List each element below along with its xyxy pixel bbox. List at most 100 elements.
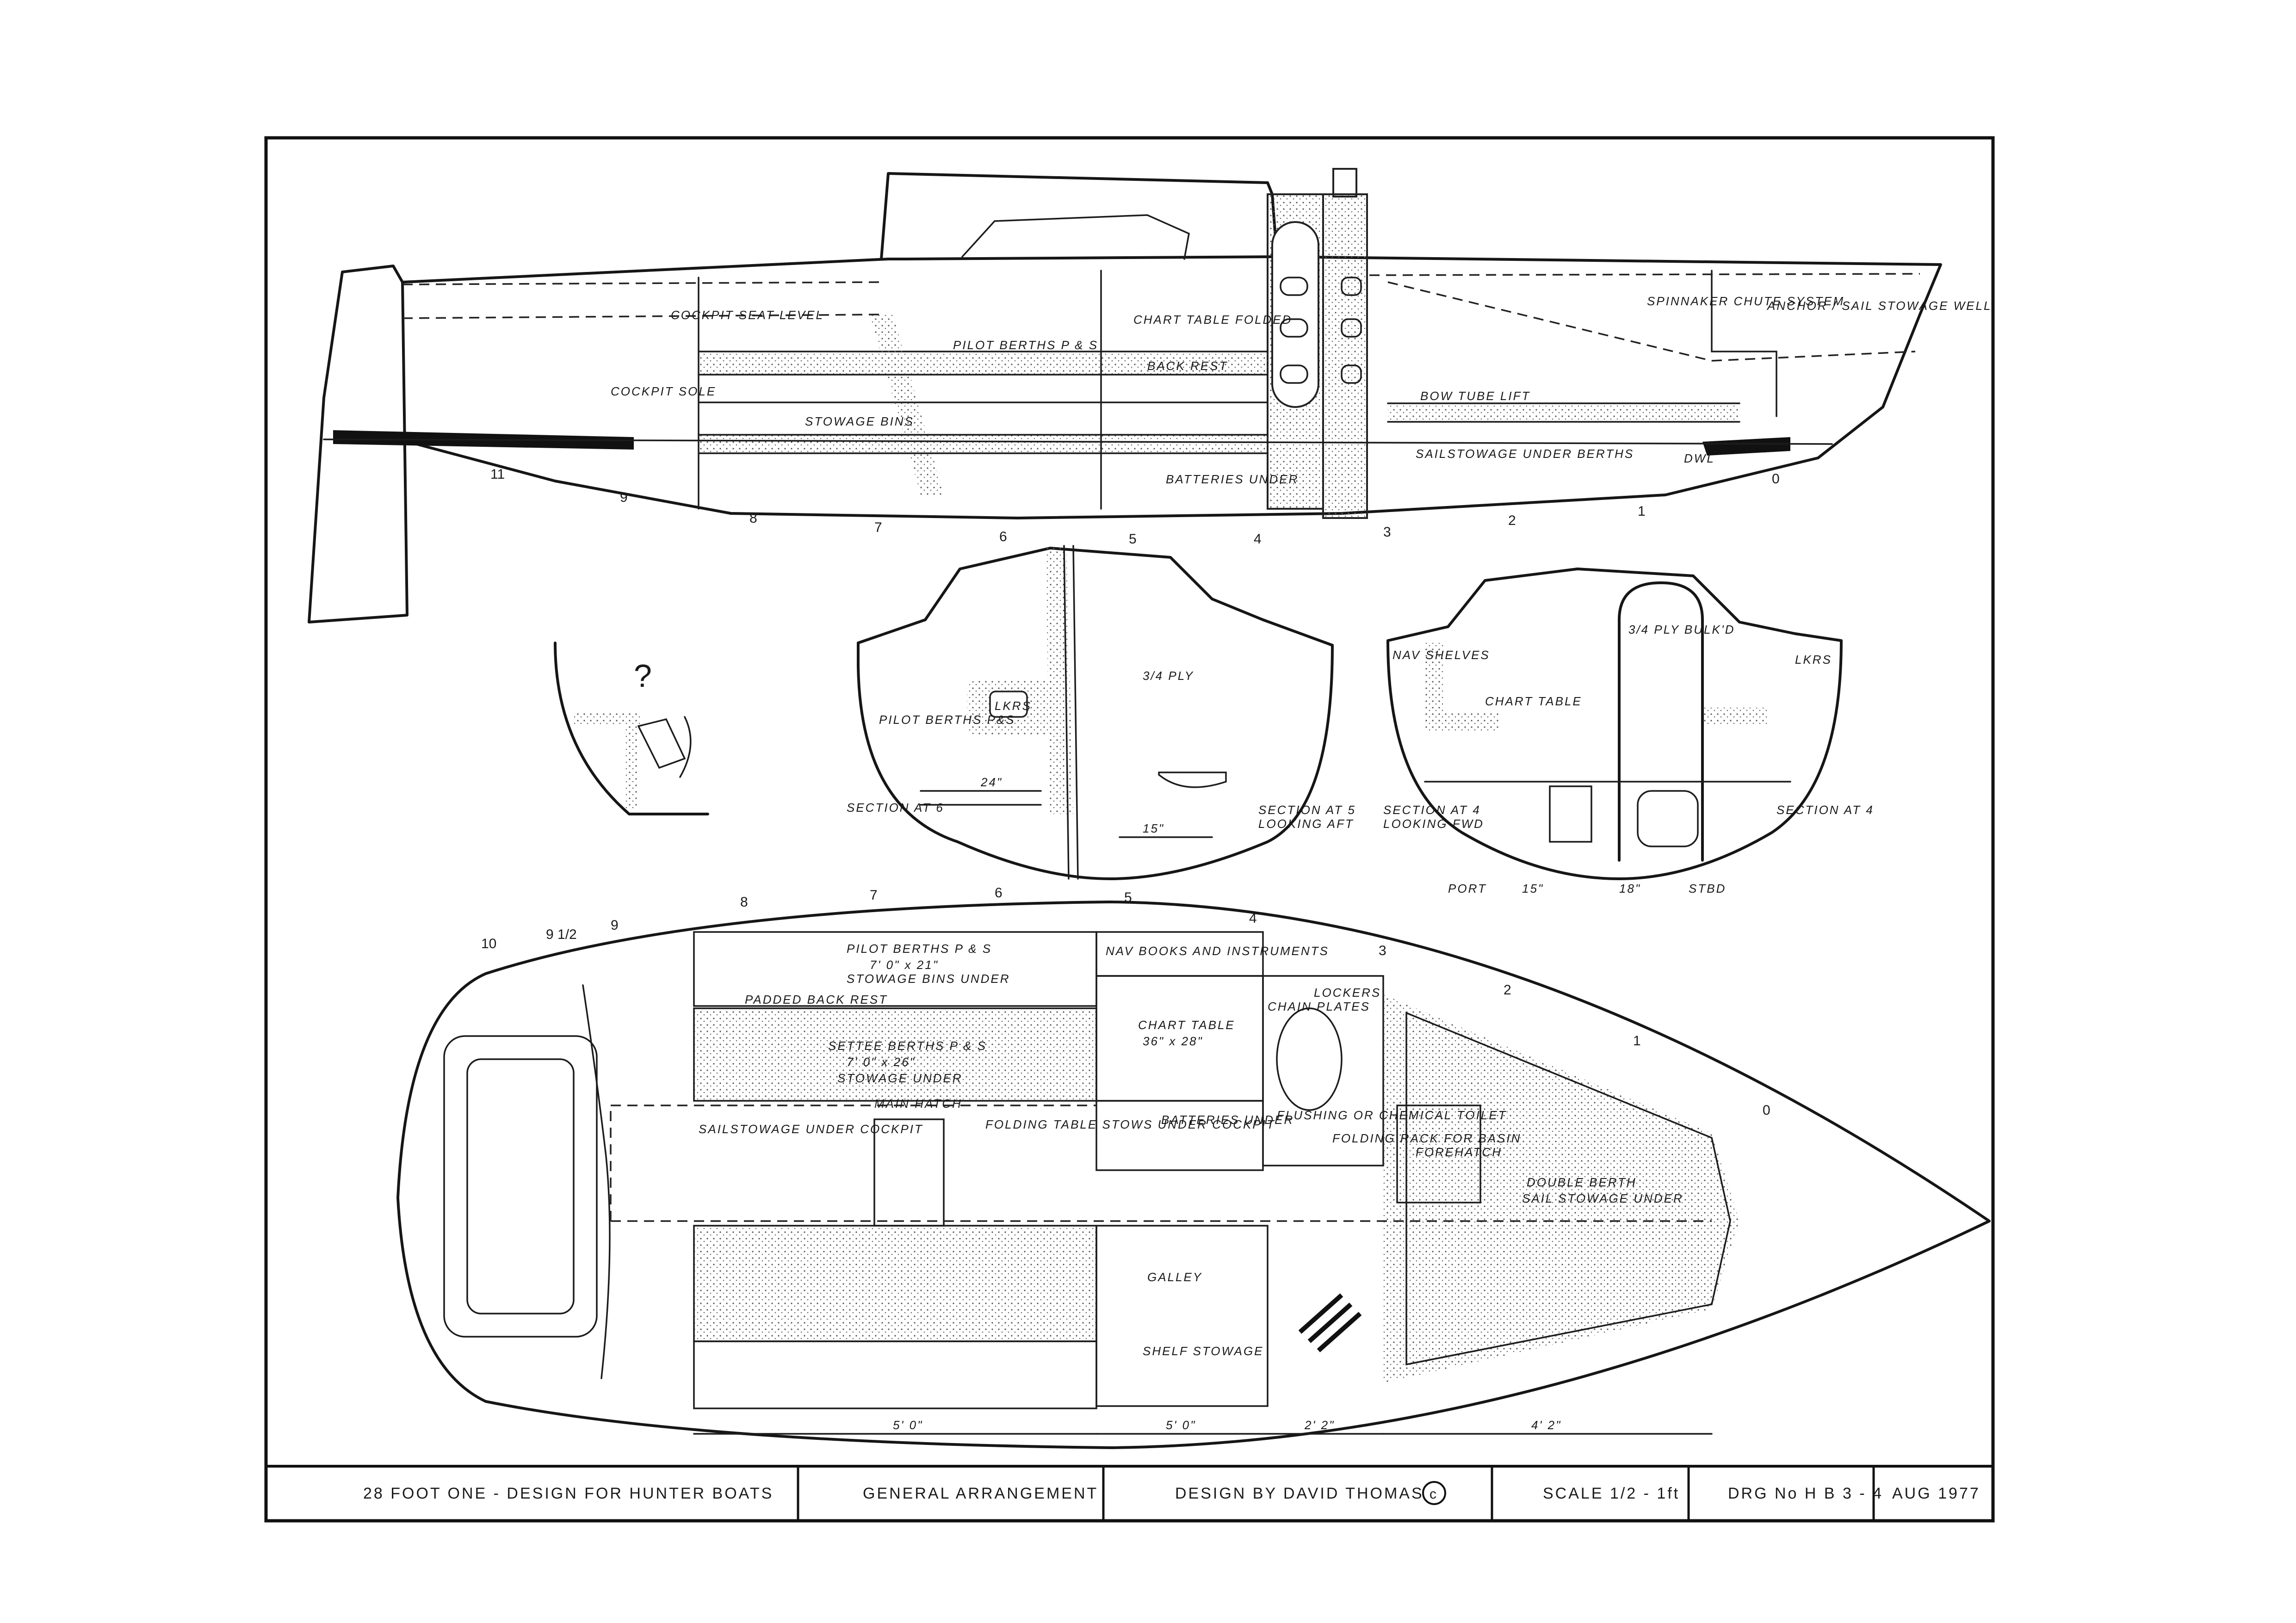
mast-step	[1322, 193, 1368, 519]
label-chart-table-folded: CHART TABLE FOLDED	[1133, 313, 1292, 327]
hull-plan	[396, 901, 1991, 1449]
galley-stripes	[1298, 1293, 1362, 1352]
section-right: NAV SHELVES CHART TABLE 3/4 PLY BULK'D L…	[1383, 568, 1873, 895]
section-right-hull	[1386, 639, 1843, 880]
label-looking-aft: LOOKING AFT	[1258, 817, 1354, 831]
label-dim-5-0-a: 5' 0"	[893, 1418, 923, 1432]
label-folding-table: FOLDING TABLE STOWS UNDER COCKPIT	[985, 1117, 1275, 1131]
label-nav-books: NAV BOOKS AND INSTRUMENTS	[1106, 944, 1329, 958]
label-settee-berths: SETTEE BERTHS P & S	[828, 1039, 987, 1053]
label-dim-4-2: 4' 2"	[1531, 1418, 1561, 1432]
label-dim-15-left: 15"	[1143, 821, 1164, 835]
coachroof	[880, 172, 1278, 260]
label-dim-5-0-b: 5' 0"	[1166, 1418, 1196, 1432]
label-stowage-bins: STOWAGE BINS	[805, 414, 914, 428]
companion-ladder	[870, 315, 944, 495]
label-dim-18: 18"	[1619, 882, 1641, 895]
bulkhead-opening	[1618, 581, 1704, 862]
pilot-berth-profile	[699, 352, 1268, 375]
label-lkrs-left: LKRS	[995, 699, 1032, 713]
label-galley: GALLEY	[1147, 1270, 1202, 1284]
label-dim-15-right: 15"	[1522, 882, 1544, 895]
label-stowage-under: STOWAGE UNDER	[837, 1071, 963, 1085]
label-sailstowage-under-berths: SAILSTOWAGE UNDER BERTHS	[1416, 447, 1634, 461]
fwd-berth-profile	[1388, 403, 1739, 422]
station-label: 4	[1254, 531, 1262, 547]
label-nav-shelves: NAV SHELVES	[1392, 648, 1490, 662]
galley-area	[1095, 1225, 1269, 1407]
station-label: 2	[1508, 513, 1516, 528]
copyright-mark: c	[1430, 1487, 1436, 1502]
main-hatch-plan	[873, 1118, 945, 1227]
label-cockpit-sole: COCKPIT SOLE	[611, 384, 716, 398]
toilet	[1276, 1007, 1343, 1111]
title-drawing-number: DRG No H B 3 - 4	[1728, 1485, 1883, 1502]
copyright-icon	[1422, 1481, 1446, 1505]
label-chart-table-plan: CHART TABLE	[1138, 1018, 1235, 1032]
label-ply-left: 3/4 PLY	[1143, 669, 1194, 683]
label-looking-fwd: LOOKING FWD	[1383, 817, 1484, 831]
label-forehatch: FOREHATCH	[1416, 1145, 1502, 1159]
title-scale: SCALE 1/2 - 1ft	[1543, 1485, 1680, 1502]
label-chain-plates: CHAIN PLATES	[1268, 1000, 1370, 1013]
label-chart-table-section: CHART TABLE	[1485, 694, 1582, 708]
station-label: 7	[870, 888, 878, 903]
label-pilot-berths-plan: PILOT BERTHS P & S	[847, 942, 992, 956]
label-ply-bulkd: 3/4 PLY BULK'D	[1628, 623, 1735, 636]
heads-opening	[1271, 221, 1319, 408]
station-label: 0	[1763, 1103, 1770, 1118]
station-label: 5	[1124, 890, 1132, 905]
label-dim-2-2: 2' 2"	[1304, 1418, 1335, 1432]
settee-berth-plan	[694, 1008, 1096, 1101]
title-designer: DESIGN BY DAVID THOMAS	[1175, 1485, 1424, 1502]
label-pilot-berths-left: PILOT BERTHS P&S	[879, 713, 1015, 727]
station-label: 8	[749, 511, 757, 526]
label-anchor-well: ANCHOR / SAIL STOWAGE WELL	[1766, 299, 1992, 313]
label-lkrs-right: LKRS	[1795, 653, 1832, 666]
label-sailstowage-under-cockpit: SAILSTOWAGE UNDER COCKPIT	[699, 1122, 923, 1136]
label-shelf-stowage: SHELF STOWAGE	[1143, 1344, 1264, 1358]
station-label: 9 1/2	[546, 927, 577, 942]
title-sheet: GENERAL ARRANGEMENT	[863, 1485, 1098, 1502]
station-label: 5	[1129, 531, 1137, 547]
mast-head	[1332, 168, 1357, 197]
title-date: AUG 1977	[1892, 1485, 1980, 1502]
label-flushing-toilet: FLUSHING OR CHEMICAL TOILET	[1277, 1108, 1507, 1122]
label-main-hatch: MAIN HATCH	[874, 1097, 962, 1111]
label-batteries-under-plan: BATTERIES UNDER	[1161, 1113, 1294, 1127]
cockpit-well	[443, 1035, 598, 1338]
section-left: LKRS PILOT BERTHS P&S 3/4 PLY SECTION AT…	[847, 545, 1356, 880]
label-double-berth: DOUBLE BERTH	[1527, 1175, 1637, 1189]
label-pilot-berths: PILOT BERTHS P & S	[953, 338, 1098, 352]
station-label: 9	[611, 918, 619, 933]
section-left-hull	[857, 618, 1334, 880]
station-label: 2	[1504, 982, 1511, 998]
label-sail-stowage-under: SAIL STOWAGE UNDER	[1522, 1191, 1683, 1205]
label-bow-tube-lift: BOW TUBE LIFT	[1420, 389, 1530, 403]
station-label: 1	[1633, 1033, 1641, 1049]
profile-view: COCKPIT SEAT LEVEL COCKPIT SOLE PILOT BE…	[308, 168, 1992, 623]
label-batteries-under: BATTERIES UNDER	[1166, 472, 1299, 486]
label-lockers: LOCKERS	[1314, 986, 1381, 1000]
hull-profile	[401, 255, 1942, 519]
station-label: 1	[1638, 504, 1646, 519]
boot-top-fwd	[1702, 437, 1790, 456]
station-label: 0	[1772, 471, 1780, 487]
berth-lower-profile	[699, 435, 1268, 453]
station-label: 6	[999, 529, 1007, 544]
cabin-window	[961, 214, 1190, 260]
title-block: 28 FOOT ONE - DESIGN FOR HUNTER BOATS GE…	[266, 1465, 1993, 1521]
label-cockpit-seat-level: COCKPIT SEAT LEVEL	[671, 308, 824, 322]
rudder	[308, 265, 408, 623]
label-back-rest: BACK REST	[1147, 359, 1228, 373]
label-spinnaker-chute: SPINNAKER CHUTE SYSTEM	[1647, 294, 1844, 308]
drawing-border	[264, 136, 1995, 1523]
label-section-at-5: SECTION AT 5	[1258, 803, 1356, 817]
station-label: 6	[995, 885, 1003, 901]
label-folding-basin: FOLDING RACK FOR BASIN	[1332, 1131, 1521, 1145]
galley-berth-plan	[694, 1226, 1096, 1341]
label-section-at-4-left: SECTION AT 4	[1383, 803, 1481, 817]
label-settee-size: 7' 0" x 26"	[847, 1055, 916, 1069]
station-label: 9	[620, 490, 628, 505]
